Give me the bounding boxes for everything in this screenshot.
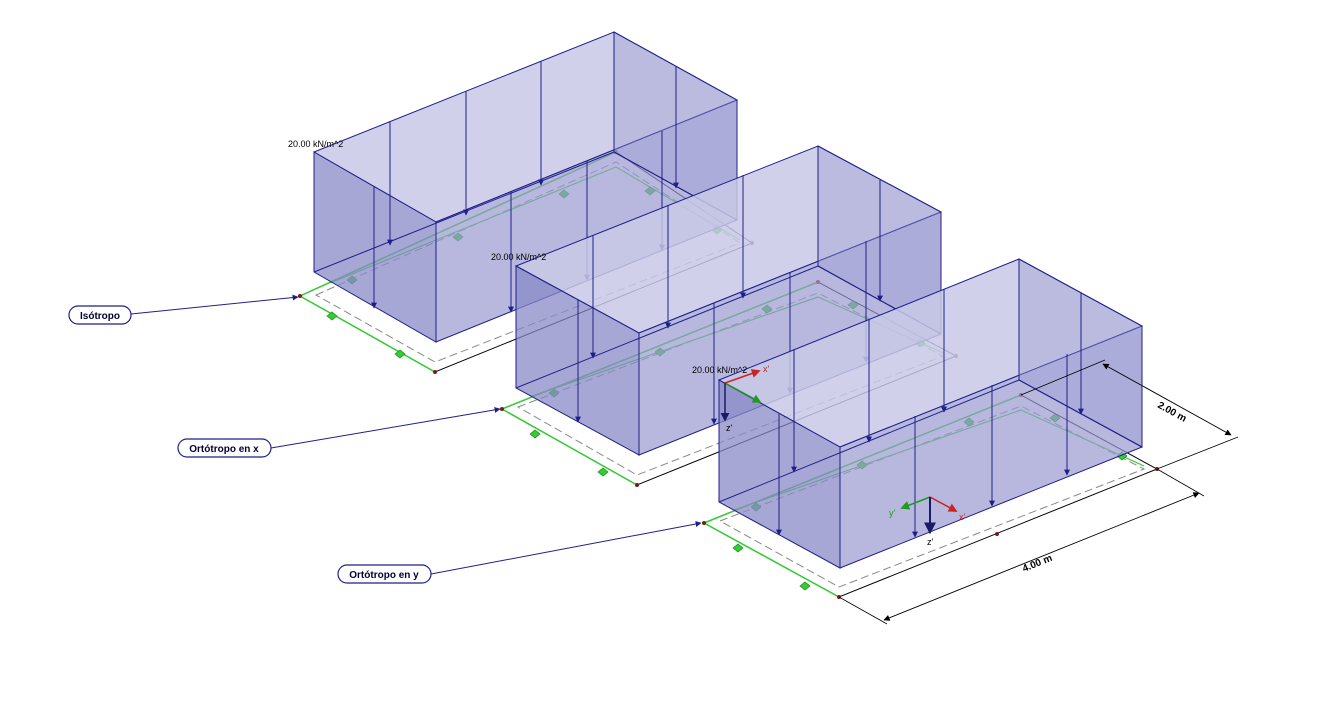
callout-isotropic[interactable]: Isótropo xyxy=(68,294,299,325)
axis-y-label: y' xyxy=(889,508,896,518)
axis-z-label: z' xyxy=(927,537,934,547)
axis-x-label: x' xyxy=(959,512,966,522)
slab-isotropic[interactable]: 20.00 kN/m^2 xyxy=(288,31,754,374)
load-value-label: 20.00 kN/m^2 xyxy=(692,365,747,375)
load-value-label: 20.00 kN/m^2 xyxy=(288,139,343,149)
dimension-width-label: 2.00 m xyxy=(1156,400,1189,425)
callout-orthotropic-x[interactable]: Ortótropo en x xyxy=(177,406,501,458)
callout-orthotropic-y[interactable]: Ortótropo en y xyxy=(337,521,702,584)
label-orthotropic-y: Ortótropo en y xyxy=(349,570,419,581)
label-isotropic: Isótropo xyxy=(80,311,120,322)
load-local-axes: x' z' xyxy=(720,364,770,433)
axis-z-label: z' xyxy=(726,423,733,433)
label-orthotropic-x: Ortótropo en x xyxy=(189,444,259,455)
load-value-label: 20.00 kN/m^2 xyxy=(491,252,546,262)
slab-orthotropic-y[interactable]: 20.00 kN/m^2 x' z' x' y' z' 2.00 m xyxy=(692,258,1239,625)
dimension-length-label: 4.00 m xyxy=(1021,553,1054,575)
slab-orthotropic-x[interactable]: 20.00 kN/m^2 xyxy=(491,145,958,487)
load-arrows xyxy=(776,289,1084,538)
load-arrows xyxy=(575,175,883,425)
axis-x-label: x' xyxy=(763,364,770,374)
